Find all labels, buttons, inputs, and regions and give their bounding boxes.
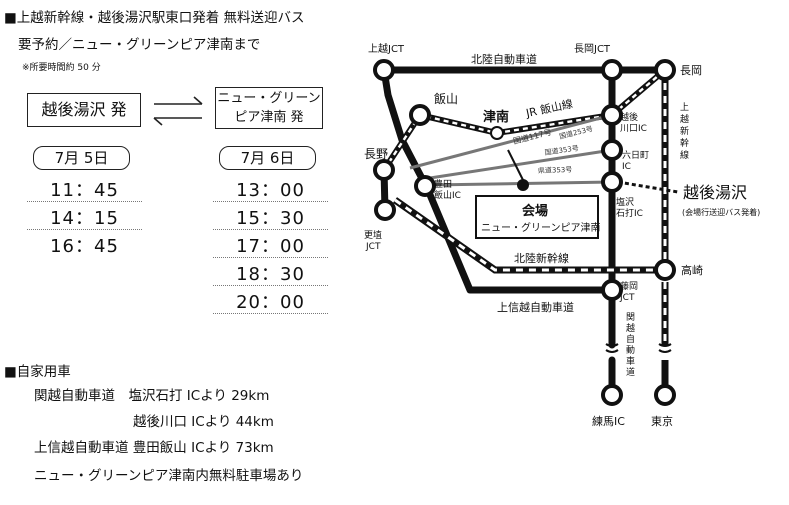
nagano-label: 長野: [364, 147, 388, 161]
divider: [213, 285, 328, 286]
tokamachi-label-2: IC: [622, 162, 631, 172]
fujioka-label-2: JCT: [619, 293, 635, 303]
station-box-tsunan: ニュー・グリーン ピア津南 発: [215, 87, 323, 129]
date-day2: 7月 6日: [219, 146, 316, 170]
time-day2-4: 18：30: [236, 264, 305, 285]
time-day1-1: 11：45: [50, 180, 119, 201]
kanetsu-label-2: 越: [626, 322, 635, 334]
nagaoka-node: [654, 59, 676, 81]
tsunan-label: 津南: [483, 109, 509, 125]
page-subtitle: 要予約／ニュー・グリーンピア津南まで: [18, 37, 261, 53]
nagaoka-label: 長岡: [680, 64, 702, 77]
hokuriku-exp-label: 北陸自動車道: [471, 52, 537, 66]
yuzawa-label: 越後湯沢: [683, 183, 747, 202]
jr-iiyama-label: JR 飯山線: [524, 96, 574, 120]
route-117: [409, 113, 613, 170]
hokuriku-shinkansen-label: 北陸新幹線: [514, 251, 569, 265]
shiozawa-label-1: 塩沢: [616, 196, 634, 208]
joshinetsu-exp-label: 上信越自動車道: [497, 300, 574, 314]
car-route-3: 上信越自動車道 豊田飯山 ICより 73km: [34, 440, 274, 456]
station-tsunan-line2: ピア津南 発: [234, 110, 304, 125]
venue-name-label: ニュー・グリーンピア津南: [481, 221, 601, 234]
toyota-label-1: 豊田: [434, 178, 452, 190]
nagaoka-jct-label: 長岡JCT: [574, 43, 611, 55]
shiozawa-label-2: 石打IC: [616, 207, 643, 219]
tsunan-node: [490, 126, 504, 140]
joetsu-shinkansen-label-3: 新: [680, 125, 689, 137]
iiyama-label: 飯山: [434, 91, 458, 106]
station-tsunan-line1: ニュー・グリーン: [217, 91, 321, 106]
kanetsu-label-4: 動: [626, 345, 635, 356]
tokyo-node: [654, 384, 676, 406]
nagaoka-jct-node: [601, 59, 623, 81]
parking-note: ニュー・グリーンピア津南内無料駐車場あり: [34, 468, 304, 484]
route-253: [429, 148, 613, 180]
fujioka-jct-node: [601, 279, 623, 301]
toyota-iiyama-node: [414, 175, 436, 197]
nerima-label: 練馬IC: [592, 414, 625, 428]
echigo-kawaguchi-node: [601, 104, 623, 126]
joetsu-shinkansen-label-4: 幹: [680, 137, 689, 149]
joetsu-shinkansen-label-5: 線: [680, 149, 689, 161]
joshinetsu-expressway: [380, 66, 616, 294]
joetsu-jct-label: 上越JCT: [368, 42, 405, 55]
duration-note: ※所要時間約 50 分: [22, 63, 101, 73]
station-yuzawa-label: 越後湯沢 発: [41, 100, 127, 119]
tokamachi-label-1: 六日町: [622, 149, 649, 161]
car-route-2: 越後川口 ICより 44km: [133, 414, 274, 430]
time-day1-2: 14：15: [50, 208, 119, 229]
yuzawa-note-label: (会場行送迎バス発着): [682, 207, 760, 217]
tokyo-label: 東京: [651, 414, 673, 428]
divider: [213, 201, 328, 202]
fujioka-label-1: 藤岡: [620, 280, 638, 292]
joetsu-jct-node: [373, 59, 395, 81]
time-day2-1: 13：00: [236, 180, 305, 201]
route353-label: 県道353号: [538, 165, 573, 175]
venue-marker: [517, 179, 529, 191]
time-day2-5: 20：00: [236, 292, 305, 313]
joetsu-shinkansen-label-1: 上: [680, 102, 689, 113]
kanetsu-label-1: 関: [626, 312, 635, 323]
toyota-label-2: 飯山IC: [434, 189, 461, 201]
divider: [213, 257, 328, 258]
kanetsu-label-6: 道: [626, 366, 635, 378]
page-title: ■上越新幹線・越後湯沢駅東口発着 無料送迎バス: [4, 10, 305, 26]
nagano-node: [373, 159, 395, 181]
shiozawa-node: [601, 171, 623, 193]
kanetsu-label-5: 車: [626, 355, 635, 367]
time-day2-2: 15：30: [236, 208, 305, 229]
station-box-yuzawa: 越後湯沢 発: [27, 93, 141, 127]
venue-label: 会場: [522, 203, 548, 219]
divider: [213, 313, 328, 314]
koshoku-jct-node: [374, 199, 396, 221]
kawaguchi-label-1: 越後: [620, 111, 638, 123]
date-day1: 7月 5日: [33, 146, 130, 170]
tokamachi-node: [601, 139, 623, 161]
takasaki-label: 高崎: [681, 263, 703, 277]
divider: [213, 229, 328, 230]
koshoku-label-1: 更埴: [364, 229, 382, 241]
takasaki-node: [654, 259, 676, 281]
joetsu-shinkansen-label-2: 越: [680, 113, 689, 125]
divider: [27, 201, 142, 202]
koshoku-label-2: JCT: [365, 242, 381, 252]
time-day1-3: 16：45: [50, 236, 119, 257]
car-route-1: 関越自動車道 塩沢石打 ICより 29km: [34, 388, 270, 404]
kanetsu-label-3: 自: [626, 333, 635, 345]
iiyama-node: [409, 104, 431, 126]
divider: [27, 229, 142, 230]
kawaguchi-label-2: 川口IC: [620, 124, 647, 134]
two-way-arrow-icon: [153, 96, 203, 126]
nerima-node: [601, 384, 623, 406]
car-title: ■自家用車: [4, 364, 71, 380]
time-day2-3: 17：00: [236, 236, 305, 257]
